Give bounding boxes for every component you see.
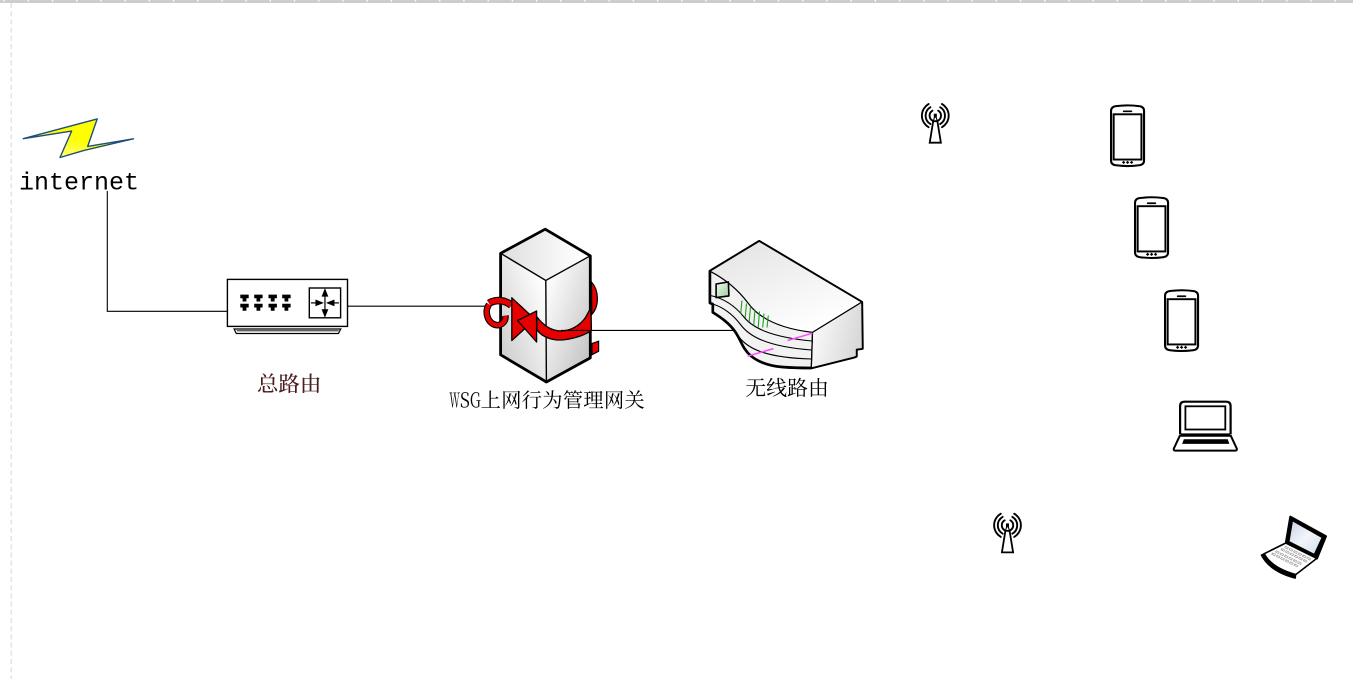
svg-text:internet: internet — [19, 169, 139, 198]
